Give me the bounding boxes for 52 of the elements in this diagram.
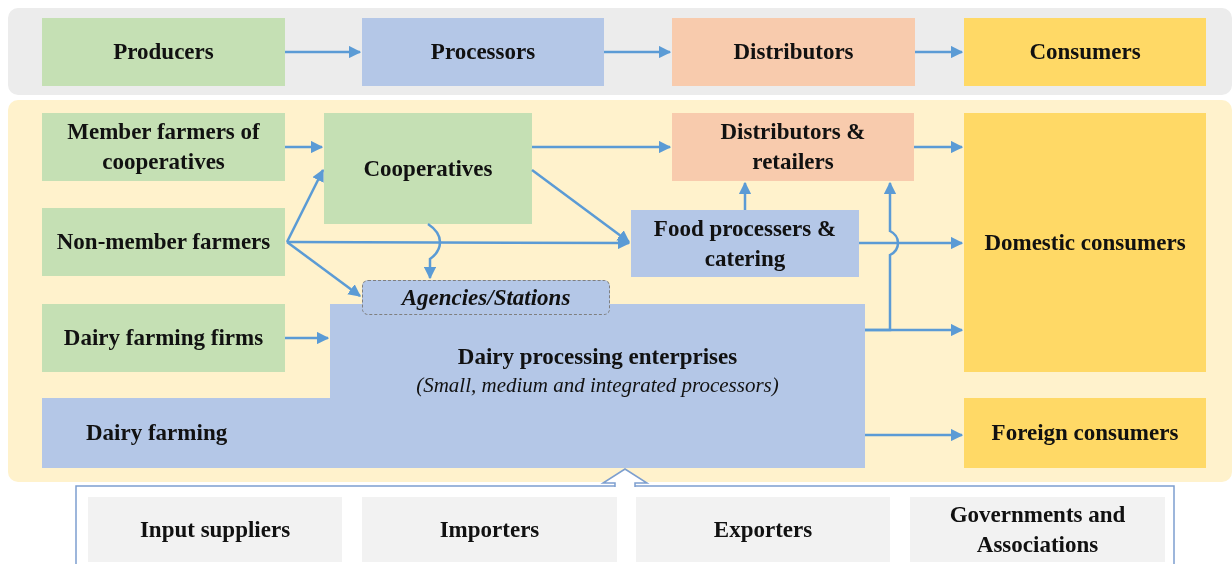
dashed-box [362,280,610,315]
box-label: Producers [113,38,214,67]
box-label: Distributors [733,38,854,67]
box-label: Exporters [713,515,813,544]
process-box [42,113,285,181]
arrow [285,140,324,154]
process-box [964,113,1206,372]
block-arrow [600,468,650,488]
box-label: Input suppliers [139,515,291,544]
process-box [42,18,285,86]
box-label: Foreign consumers [991,419,1179,448]
subtitle-text: (Small, medium and integrated processors) [416,372,779,400]
arrow [738,181,752,210]
box-label: Governments and Associations [948,500,1127,559]
arrow [531,169,630,243]
box-label: Non-member farmers [56,228,271,257]
arrow [423,223,442,280]
band-background [8,8,1232,95]
box-label: Domestic consumers [984,228,1186,257]
process-box [964,398,1206,468]
box-label: Agencies/Stations [401,283,571,312]
arrow [532,140,672,154]
process-box [42,208,285,276]
process-box [324,113,532,224]
band-background [8,100,1232,482]
box-label: Importers [439,515,540,544]
arrow [915,45,964,59]
arrow [914,140,964,154]
arrow [285,45,362,59]
box-label: Dairy processing enterprises [457,343,738,372]
arrow [865,428,964,442]
process-box [362,18,604,86]
box-label: Member farmers of cooperatives [66,118,261,176]
box-label: Processors [430,38,536,67]
process-box [42,304,285,372]
process-box [964,18,1206,86]
box-label: Dairy farming [86,419,228,448]
arrow [286,241,361,297]
box-label: Distributors & retailers [719,118,867,176]
process-box [672,113,914,181]
process-box [631,210,859,277]
process-box [42,398,330,468]
arrow [285,331,330,345]
arrow [859,236,964,250]
box-label: Food processers & catering [652,214,838,273]
arrow [865,181,900,332]
arrow [285,168,325,243]
process-box [672,18,915,86]
box-label: Consumers [1029,38,1141,67]
box-label: Dairy farming firms [63,324,264,353]
arrow [604,45,672,59]
box-label: Cooperatives [363,154,493,183]
